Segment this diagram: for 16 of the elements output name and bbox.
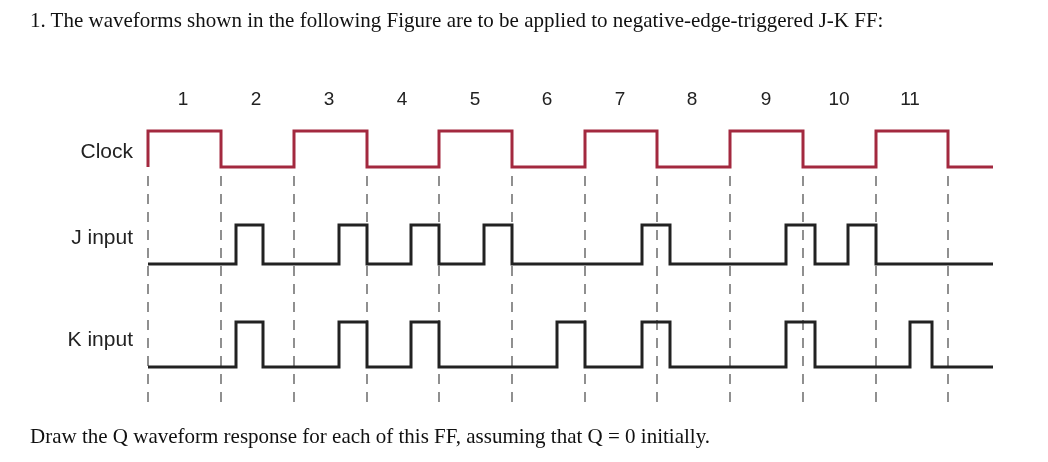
cycle-number: 5 bbox=[469, 88, 481, 110]
cycle-number: 8 bbox=[686, 88, 698, 110]
signal-name: K input bbox=[67, 327, 133, 351]
instruction-text: Draw the Q waveform response for each of this FF, assuming that Q = 0 initially. bbox=[30, 423, 711, 450]
cycle-number: 4 bbox=[396, 88, 408, 110]
cycle-number: 9 bbox=[760, 88, 772, 110]
question-text: 1. The waveforms shown in the following Figure are to be applied to negative-edge-triggered J-K FF: bbox=[30, 7, 885, 34]
cycle-number: 7 bbox=[614, 88, 626, 110]
cycle-number: 2 bbox=[250, 88, 262, 110]
signal-name: Clock bbox=[80, 139, 133, 163]
cycle-number: 11 bbox=[900, 88, 920, 110]
cycle-number: 10 bbox=[828, 88, 850, 110]
cycle-number: 3 bbox=[323, 88, 335, 110]
signal-name: J input bbox=[71, 225, 133, 249]
cycle-number: 1 bbox=[177, 88, 189, 110]
cycle-number: 6 bbox=[541, 88, 553, 110]
